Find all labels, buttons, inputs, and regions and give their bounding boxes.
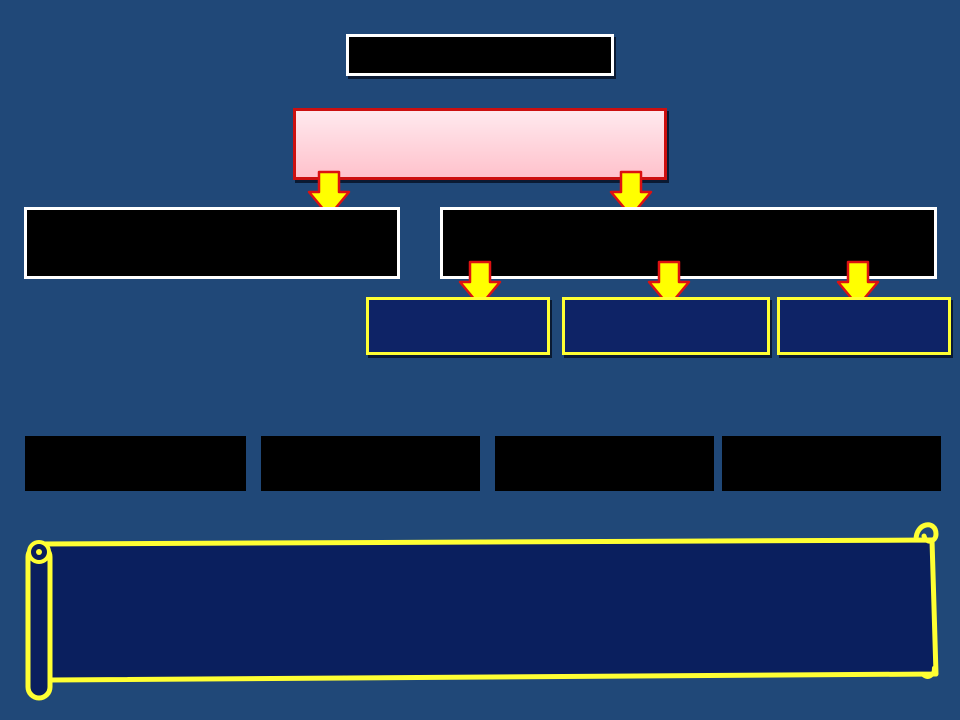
level3-b-label <box>565 300 767 352</box>
row-cell-2 <box>261 436 480 491</box>
row-cell-4 <box>722 436 941 491</box>
level3-node-a <box>366 297 550 355</box>
title-label <box>349 37 611 73</box>
row-cell-3-label <box>495 436 714 491</box>
level2-left-label <box>27 210 397 276</box>
down-arrow-icon <box>609 170 653 218</box>
root-node <box>293 108 667 180</box>
title-box <box>346 34 614 76</box>
scroll-text <box>60 548 920 672</box>
row-cell-1-label <box>25 436 246 491</box>
level3-a-label <box>369 300 547 352</box>
level3-node-b <box>562 297 770 355</box>
down-arrow-icon <box>836 260 880 308</box>
down-arrow-icon <box>307 170 351 218</box>
row-cell-4-label <box>722 436 941 491</box>
down-arrow-icon <box>647 260 691 308</box>
root-label <box>296 111 664 177</box>
scroll-banner <box>25 522 939 701</box>
row-cell-2-label <box>261 436 480 491</box>
row-cell-3 <box>495 436 714 491</box>
level3-c-label <box>780 300 948 352</box>
row-cell-1 <box>25 436 246 491</box>
down-arrow-icon <box>458 260 502 308</box>
level2-left-node <box>24 207 400 279</box>
level3-node-c <box>777 297 951 355</box>
